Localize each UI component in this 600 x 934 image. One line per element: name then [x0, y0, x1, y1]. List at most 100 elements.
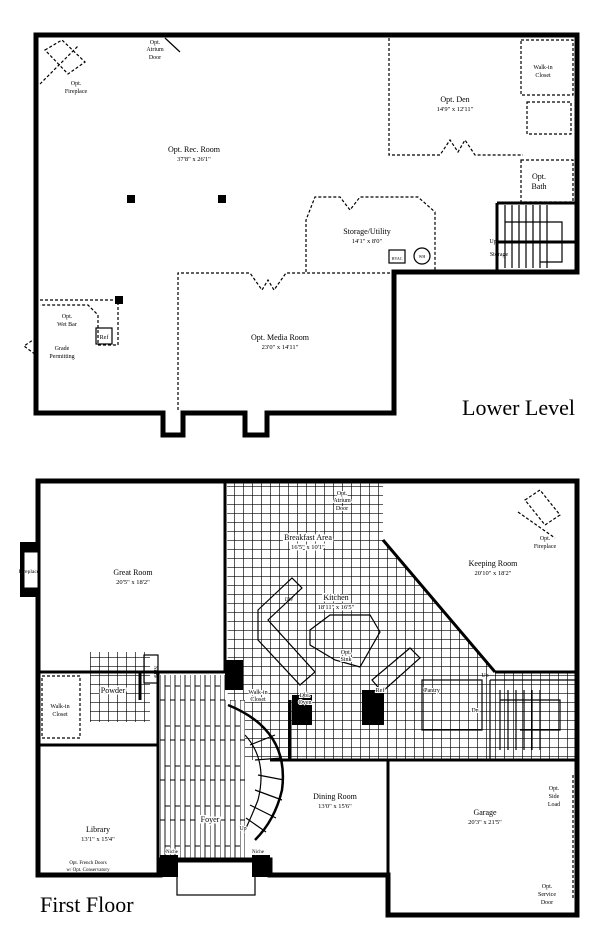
label: Dbl.: [300, 693, 311, 699]
bath-outline: [520, 159, 574, 203]
room-dims: 14'1" x 8'0": [352, 238, 383, 245]
den-outline: [388, 38, 523, 156]
label: Storage: [490, 252, 509, 258]
wall-block: [362, 690, 384, 725]
label: Load: [548, 802, 560, 808]
level-title: First Floor: [40, 892, 134, 917]
front-porch: [176, 859, 256, 896]
label: Opt.: [532, 172, 546, 181]
label: Grade: [55, 346, 70, 352]
label: Opt.: [542, 884, 553, 890]
wall-block: [225, 660, 243, 690]
label: WH: [419, 254, 426, 259]
label: Dn: [471, 708, 478, 714]
label: Fireplace: [19, 569, 40, 575]
label: Niche: [152, 666, 157, 679]
room-name: Library: [86, 825, 110, 834]
label: Permitting: [49, 354, 74, 360]
label: Atrium: [333, 498, 351, 504]
kitchen-counter: [257, 577, 316, 686]
room-name: Kitchen: [323, 593, 348, 602]
room-name: Opt. Media Room: [251, 333, 310, 342]
kitchen-island: [309, 614, 381, 668]
room-dims: 20'10" x 18'2": [475, 570, 512, 577]
refrigerator: [95, 327, 113, 345]
wall-block: [292, 695, 312, 725]
lower-level-plan: Opt. Rec. Room 37'8" x 26'1" Opt. Den 14…: [22, 32, 580, 438]
column: [252, 855, 270, 877]
lower-stairs: [495, 201, 575, 272]
room-dims: 13'1" x 15'4": [81, 836, 115, 843]
label: Niche: [252, 850, 265, 855]
foyer-wood-floor: [160, 675, 245, 860]
label: Door: [336, 506, 348, 512]
kitchen-tile-floor: [227, 482, 575, 760]
walkin-closet-outline: [520, 39, 574, 96]
label: Closet: [250, 697, 266, 703]
room-dims: 18'11" x 16'5": [318, 604, 355, 611]
atrium-door-swing: [164, 37, 181, 53]
label: Opt.: [150, 40, 161, 46]
room-name: Great Room: [113, 568, 153, 577]
label: Niche: [166, 850, 179, 855]
room-dims: 16'5" x 10'1": [291, 544, 325, 551]
storage-utility-outline: [305, 196, 436, 272]
label: Ref: [376, 687, 385, 694]
label: Sink: [340, 657, 351, 663]
label: Powder: [101, 686, 126, 695]
media-room-outline: [177, 272, 393, 410]
label: Walk-in: [50, 704, 69, 710]
room-name: Keeping Room: [469, 559, 518, 568]
pantry-outline: [421, 679, 483, 731]
hvac-unit: [388, 249, 406, 264]
label: Service: [538, 892, 556, 898]
opt-fireplace-outline: [517, 489, 561, 539]
label: Opt.: [549, 786, 560, 792]
water-heater: [413, 247, 431, 265]
room-name: Garage: [473, 808, 497, 817]
room-dims: 14'9" x 12'11": [437, 106, 474, 113]
label: Foyer: [201, 815, 220, 824]
column: [218, 195, 226, 203]
label: Opt.: [337, 491, 348, 497]
room-dims: 20'3" x 21'5": [468, 819, 502, 826]
label: Closet: [535, 73, 551, 79]
label: Opt.: [540, 536, 551, 542]
lower-exterior-wall: [33, 32, 580, 438]
label: Door: [149, 55, 161, 61]
level-title: Lower Level: [462, 395, 575, 420]
interior-walls: [40, 481, 577, 875]
room-name: Storage/Utility: [343, 227, 391, 236]
column: [160, 855, 178, 877]
label: Pantry: [424, 688, 440, 694]
room-name: Opt. Den: [440, 95, 469, 104]
column: [115, 296, 123, 304]
label: Atrium: [146, 47, 164, 53]
label: Oven: [299, 700, 312, 706]
room-name: Opt. Rec. Room: [168, 145, 221, 154]
label: Door: [541, 900, 553, 906]
label: Opt. French Doors: [69, 861, 106, 866]
room-dims: 13'0" x 15'6": [318, 803, 352, 810]
column: [127, 195, 135, 203]
label: Fireplace: [65, 89, 88, 95]
label: Up: [481, 673, 488, 679]
room-dims: 23'0" x 14'11": [262, 344, 299, 351]
label: Wet Bar: [57, 322, 77, 328]
label: Up: [489, 239, 496, 245]
label: Bath: [531, 182, 546, 191]
label: Closet: [52, 712, 68, 718]
opt-fireplace-outline: [39, 39, 86, 85]
ref-counter: [371, 647, 421, 693]
curved-stair: [227, 703, 285, 841]
label: Fireplace: [534, 544, 557, 550]
label: Ref: [100, 334, 109, 341]
label: Opt.: [71, 81, 82, 87]
first-floor-plan: Fireplace Great Room 20'5" x 18'2" Break…: [19, 478, 580, 918]
label: w/ Opt. Conservatory: [66, 868, 110, 873]
room-name: Dining Room: [313, 792, 358, 801]
label: Walk-in: [248, 690, 267, 696]
label: Opt.: [341, 650, 352, 656]
label: Side: [549, 794, 560, 800]
